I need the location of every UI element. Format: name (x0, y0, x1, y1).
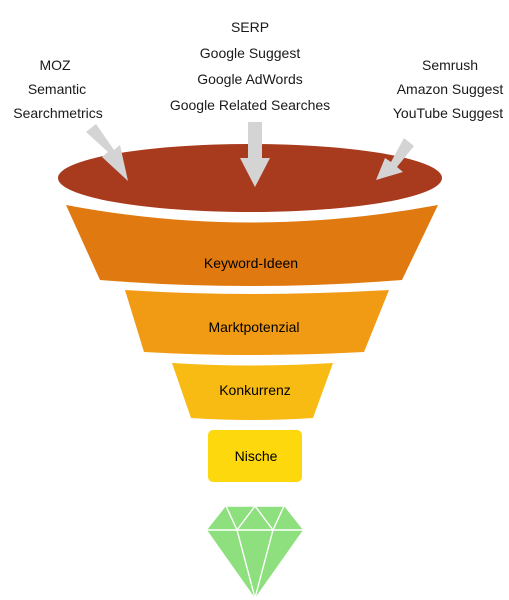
stage-label-nische: Nische (235, 448, 278, 464)
stage-keyword-ideen (66, 205, 438, 286)
source-list-right: Semrush Amazon Suggest YouTube Suggest (393, 57, 504, 121)
source-right-3: YouTube Suggest (393, 105, 503, 121)
diamond-facets (207, 505, 303, 599)
source-list-center: SERP Google Suggest Google AdWords Googl… (170, 19, 330, 113)
arrow-center-icon (240, 122, 270, 187)
source-list-left: MOZ Semantic Searchmetrics (13, 57, 102, 121)
diamond-body (207, 506, 303, 598)
stage-marktpotenzial (125, 290, 389, 355)
source-left-3: Searchmetrics (13, 105, 102, 121)
stage-label-konkurrenz: Konkurrenz (219, 382, 291, 398)
stage-label-keyword-ideen: Keyword-Ideen (204, 255, 298, 271)
source-center-3: Google AdWords (197, 71, 303, 87)
source-right-2: Amazon Suggest (397, 81, 504, 97)
arrow-right-icon (376, 138, 414, 180)
diamond-icon (207, 505, 303, 599)
source-left-2: Semantic (28, 81, 86, 97)
stage-konkurrenz (172, 363, 333, 420)
source-left-1: MOZ (39, 57, 71, 73)
source-right-1: Semrush (422, 57, 478, 73)
funnel-stages: Keyword-Ideen Marktpotenzial Konkurrenz … (66, 205, 438, 482)
arrow-left-icon (86, 124, 128, 181)
source-center-1: SERP (231, 19, 269, 35)
down-arrow-icon (86, 122, 414, 187)
stage-label-marktpotenzial: Marktpotenzial (208, 319, 299, 335)
source-center-4: Google Related Searches (170, 97, 330, 113)
stage-nische (208, 430, 302, 482)
funnel-top-ellipse (58, 144, 442, 212)
source-center-2: Google Suggest (200, 45, 301, 61)
